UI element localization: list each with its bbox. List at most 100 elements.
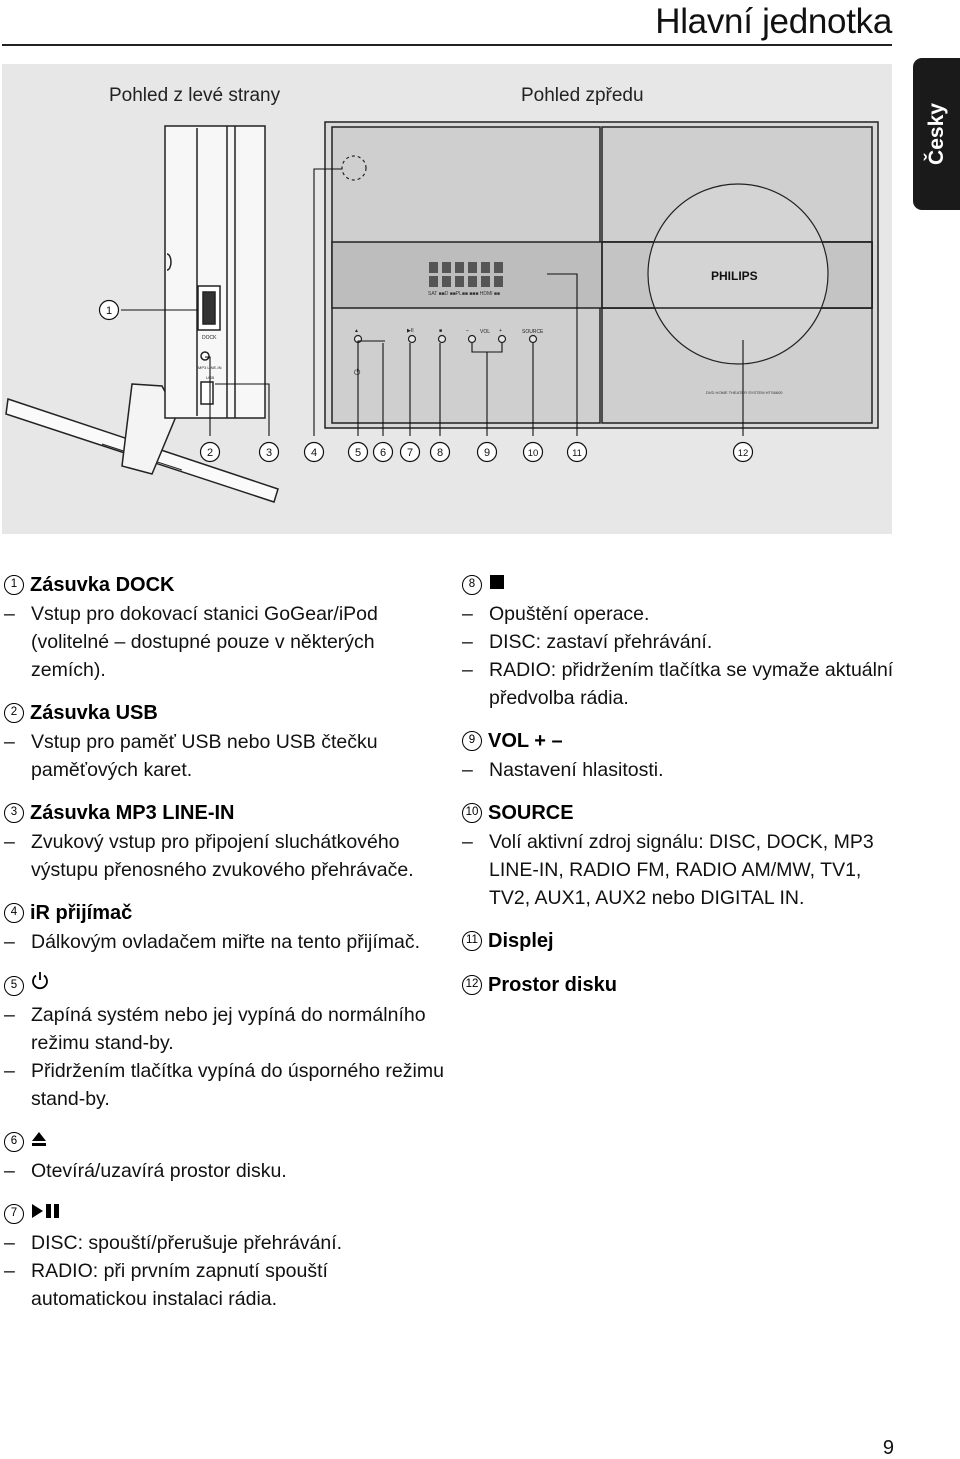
- front-view-drawing: [324, 121, 879, 429]
- item-description: Zapíná systém nebo jej vypíná do normáln…: [4, 1001, 444, 1057]
- description-item: 12 Prostor disku: [462, 970, 902, 1000]
- callout-1: 1: [106, 305, 112, 317]
- item-description: Opuštění operace.: [462, 600, 902, 628]
- source-label: SOURCE: [522, 329, 544, 335]
- svg-text:–: –: [466, 328, 469, 334]
- vol-label: VOL: [480, 329, 490, 335]
- description-item: 8Opuštění operace.DISC: zastaví přehrává…: [462, 570, 902, 712]
- item-heading: 4 iR přijímač: [4, 898, 444, 928]
- device-drawing: DOCK MP3 LINE-IN USB SAT ■■D ■■PL■■ ■■: [5, 121, 879, 503]
- callout-7: 7: [407, 447, 413, 459]
- item-description: DISC: zastaví přehrávání.: [462, 628, 902, 656]
- item-title: Zásuvka USB: [30, 702, 158, 724]
- item-heading: 11 Displej: [462, 926, 902, 956]
- leader-lines: [121, 168, 744, 436]
- item-heading: 8: [462, 570, 902, 600]
- item-heading: 1 Zásuvka DOCK: [4, 570, 444, 600]
- item-description: Přidržením tlačítka vypíná do úsporného …: [4, 1057, 444, 1113]
- front-buttons: [353, 334, 538, 344]
- description-item: 4 iR přijímačDálkovým ovladačem miřte na …: [4, 898, 444, 956]
- item-number: 3: [4, 803, 24, 823]
- item-heading: 7: [4, 1199, 444, 1229]
- svg-text:+: +: [499, 328, 502, 334]
- description-item: 3 Zásuvka MP3 LINE-IN Zvukový vstup pro př…: [4, 798, 444, 884]
- item-heading: 2 Zásuvka USB: [4, 698, 444, 728]
- title-rule: [2, 44, 892, 46]
- item-description: Vstup pro dokovací stanici GoGear/iPod (…: [4, 600, 444, 684]
- item-title: Zásuvka MP3 LINE-IN: [30, 802, 235, 824]
- description-item: 11 Displej: [462, 926, 902, 956]
- play-pause-icon: [30, 1199, 62, 1229]
- item-number: 9: [462, 731, 482, 751]
- item-heading: 5: [4, 970, 444, 1001]
- device-illustration: Pohled z levé strany Pohled zpředu DOCK …: [2, 64, 892, 534]
- callout-5: 5: [355, 447, 361, 459]
- stop-icon: [488, 570, 506, 600]
- eject-icon: [30, 1127, 48, 1157]
- item-description: DISC: spouští/přerušuje přehrávání.: [4, 1229, 444, 1257]
- item-description: Dálkovým ovladačem miřte na tento přijím…: [4, 928, 444, 956]
- callout-8: 8: [437, 447, 443, 459]
- callout-circles: [98, 299, 754, 463]
- language-tab: Česky: [913, 58, 960, 210]
- side-view-drawing: [5, 125, 279, 503]
- description-item: 6Otevírá/uzavírá prostor disku.: [4, 1127, 444, 1185]
- item-number: 2: [4, 703, 24, 723]
- language-tab-label: Česky: [924, 103, 948, 165]
- front-view-label: Pohled zpředu: [521, 85, 644, 106]
- callout-12: 12: [738, 448, 749, 459]
- item-description: RADIO: přidržením tlačítka se vymaže akt…: [462, 656, 902, 712]
- left-view-label: Pohled z levé strany: [109, 85, 281, 106]
- item-heading: 3 Zásuvka MP3 LINE-IN: [4, 798, 444, 828]
- item-title: Prostor disku: [488, 974, 617, 996]
- item-heading: 10 SOURCE: [462, 798, 902, 828]
- item-description: Zvukový vstup pro připojení sluchátkovéh…: [4, 828, 444, 884]
- svg-text:■: ■: [439, 328, 442, 334]
- svg-text:▶II: ▶II: [407, 328, 414, 334]
- item-title: Displej: [488, 930, 554, 952]
- item-heading: 9 VOL + –: [462, 726, 902, 756]
- brand-logo: PHILIPS: [711, 269, 758, 283]
- item-number: 5: [4, 975, 24, 996]
- item-number: 4: [4, 903, 24, 923]
- description-item: 9 VOL + – Nastavení hlasitosti.: [462, 726, 902, 784]
- item-title: Zásuvka DOCK: [30, 574, 175, 596]
- item-title: iR přijímač: [30, 902, 133, 924]
- item-description: Vstup pro paměť USB nebo USB čtečku pamě…: [4, 728, 444, 784]
- callout-10: 10: [528, 448, 539, 459]
- description-column-left: 1 Zásuvka DOCK Vstup pro dokovací stanici …: [4, 570, 444, 1327]
- description-column-right: 8Opuštění operace.DISC: zastaví přehrává…: [462, 570, 902, 1014]
- description-item: 5Zapíná systém nebo jej vypíná do normál…: [4, 970, 444, 1113]
- item-description: Volí aktivní zdroj signálu: DISC, DOCK, …: [462, 828, 902, 912]
- item-number: 1: [4, 575, 24, 595]
- callout-2: 2: [207, 447, 213, 459]
- item-description: Nastavení hlasitosti.: [462, 756, 902, 784]
- item-title: SOURCE: [488, 802, 574, 824]
- item-number: 7: [4, 1204, 24, 1224]
- dock-port-label: DOCK: [202, 335, 217, 341]
- display-indicators: SAT ■■D ■■PL■■ ■■■ HDMI ■■: [428, 291, 500, 297]
- description-item: 2 Zásuvka USB Vstup pro paměť USB nebo USB…: [4, 698, 444, 784]
- callout-6: 6: [380, 447, 386, 459]
- display-digits: [429, 262, 503, 287]
- power-icon: [30, 970, 50, 1001]
- item-heading: 12 Prostor disku: [462, 970, 902, 1000]
- description-item: 1 Zásuvka DOCK Vstup pro dokovací stanici …: [4, 570, 444, 684]
- item-description: Otevírá/uzavírá prostor disku.: [4, 1157, 444, 1185]
- callout-3: 3: [266, 447, 272, 459]
- description-item: 10 SOURCE Volí aktivní zdroj signálu: DISC…: [462, 798, 902, 912]
- callout-11: 11: [572, 448, 582, 459]
- model-label: DVD HOME THEATER SYSTEM HTS6600: [706, 390, 783, 395]
- item-number: 6: [4, 1132, 24, 1152]
- item-title: VOL + –: [488, 730, 563, 752]
- page-number: 9: [882, 1437, 894, 1459]
- item-number: 10: [462, 803, 482, 823]
- svg-text:▲: ▲: [354, 328, 359, 334]
- description-item: 7DISC: spouští/přerušuje přehrávání.RADI…: [4, 1199, 444, 1313]
- page-title: Hlavní jednotka: [655, 2, 892, 41]
- callout-9: 9: [484, 447, 490, 459]
- callout-4: 4: [311, 447, 317, 459]
- item-description: RADIO: při prvním zapnutí spouští automa…: [4, 1257, 444, 1313]
- item-number: 12: [462, 975, 482, 995]
- item-number: 11: [462, 931, 482, 951]
